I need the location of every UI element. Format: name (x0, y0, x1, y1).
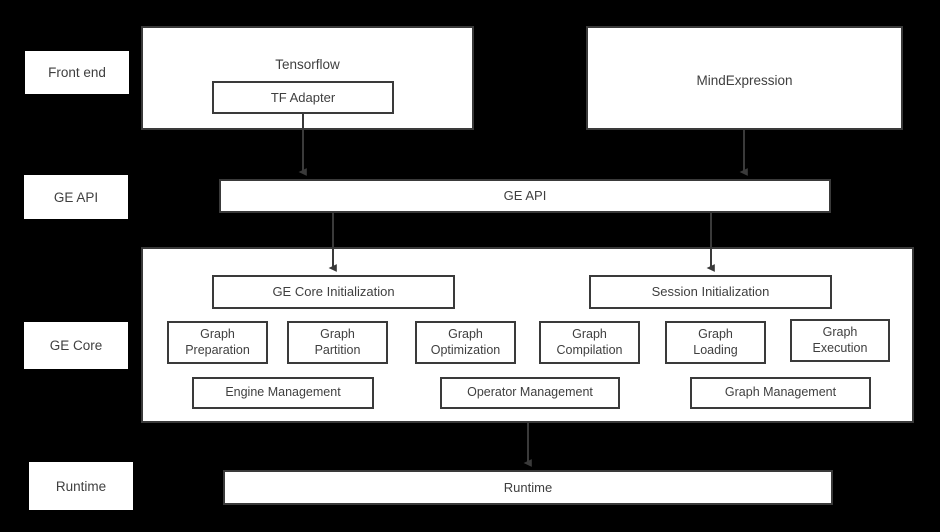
tf-adapter-box[interactable]: TF Adapter (212, 81, 394, 114)
mindexpression-panel-title: MindExpression (696, 73, 793, 88)
tensorflow-panel-title: Tensorflow (275, 57, 340, 72)
stage-label-ge-core: GE Core (24, 322, 128, 369)
runtime-bar[interactable]: Runtime (223, 470, 833, 505)
ge-core-initialization-box[interactable]: GE Core Initialization (212, 275, 455, 309)
graph-execution-box[interactable]: Graph Execution (790, 319, 890, 362)
stage-label-ge-api: GE API (24, 175, 128, 219)
operator-management-box[interactable]: Operator Management (440, 377, 620, 409)
graph-management-box[interactable]: Graph Management (690, 377, 871, 409)
mindexpression-panel[interactable]: MindExpression (586, 26, 903, 130)
ge-api-bar[interactable]: GE API (219, 179, 831, 213)
stage-label-runtime: Runtime (29, 462, 133, 510)
stage-label-front-end: Front end (25, 51, 129, 94)
graph-loading-box[interactable]: Graph Loading (665, 321, 766, 364)
session-initialization-box[interactable]: Session Initialization (589, 275, 832, 309)
graph-optimization-box[interactable]: Graph Optimization (415, 321, 516, 364)
graph-preparation-box[interactable]: Graph Preparation (167, 321, 268, 364)
graph-compilation-box[interactable]: Graph Compilation (539, 321, 640, 364)
tensorflow-panel[interactable]: Tensorflow (141, 26, 474, 130)
graph-partition-box[interactable]: Graph Partition (287, 321, 388, 364)
engine-management-box[interactable]: Engine Management (192, 377, 374, 409)
